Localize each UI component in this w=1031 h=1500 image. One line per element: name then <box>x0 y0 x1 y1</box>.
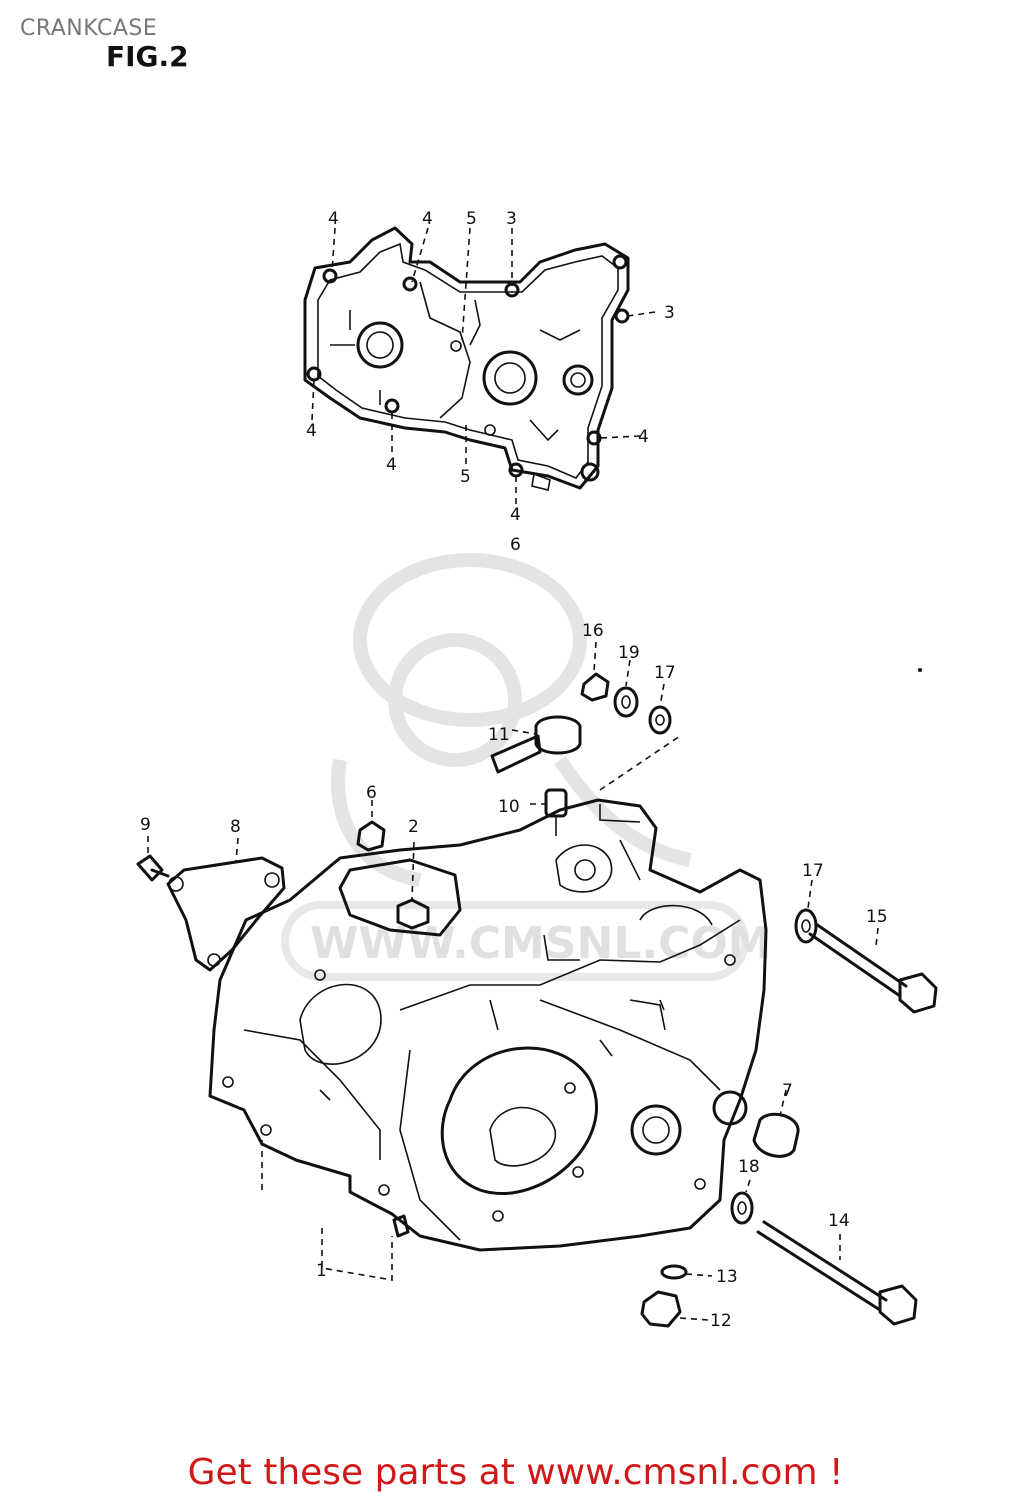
watermark-text: WWW.CMSNL.COM <box>310 918 772 969</box>
callout-14: 14 <box>828 1211 850 1231</box>
callout-4: 4 <box>328 209 339 229</box>
dowel-1 <box>392 1214 410 1238</box>
crankcase-body <box>208 798 768 1252</box>
gasket-leaders <box>311 227 656 504</box>
crankcase-gasket <box>303 226 630 491</box>
washer-19 <box>613 686 639 718</box>
callout-16: 16 <box>582 621 604 641</box>
nut-16 <box>580 672 610 702</box>
callout-9: 9 <box>140 815 151 835</box>
callout-5: 5 <box>466 209 477 229</box>
callout-13: 13 <box>716 1267 738 1287</box>
callout-7: 7 <box>782 1081 793 1101</box>
callout-15: 15 <box>866 907 888 927</box>
callout-18: 18 <box>738 1157 760 1177</box>
figure-label: FIG.2 <box>106 40 189 73</box>
callout-6: 6 <box>366 783 377 803</box>
plug-6 <box>356 820 386 852</box>
bush-11 <box>490 715 582 774</box>
callout-4: 4 <box>510 505 521 525</box>
cover-plate-8 <box>166 856 286 972</box>
callout-10: 10 <box>498 797 520 817</box>
callout-6: 6 <box>510 535 521 555</box>
bolt-14 <box>756 1220 918 1326</box>
watermark: WWW.CMSNL.COM <box>281 553 772 981</box>
plug-12 <box>640 1290 682 1328</box>
washer-17-top <box>648 705 672 735</box>
callout-12: 12 <box>710 1311 732 1331</box>
bolt-15 <box>808 922 938 1014</box>
pin-10 <box>544 788 568 836</box>
callout-8: 8 <box>230 817 241 837</box>
callout-5: 5 <box>460 467 471 487</box>
callout-4: 4 <box>422 209 433 229</box>
screw-9 <box>136 854 170 882</box>
callout-2: 2 <box>408 817 419 837</box>
callout-3: 3 <box>664 303 675 323</box>
callout-17: 17 <box>654 663 676 683</box>
stray-dot <box>918 668 922 672</box>
callout-labels: 4 4 5 3 3 4 4 4 5 4 6 16 19 17 11 10 6 2… <box>140 209 888 1331</box>
washer-18 <box>730 1191 754 1225</box>
callout-1: 1 <box>316 1261 327 1281</box>
shop-link[interactable]: Get these parts at www.cmsnl.com ! <box>187 1452 844 1493</box>
washer-17-right <box>794 908 818 944</box>
callout-17: 17 <box>802 861 824 881</box>
bush-7 <box>752 1112 800 1158</box>
callout-19: 19 <box>618 643 640 663</box>
page-title: CRANKCASE <box>20 16 158 41</box>
callout-4: 4 <box>386 455 397 475</box>
callout-11: 11 <box>488 725 510 745</box>
leader-lines <box>147 641 879 1321</box>
callout-3: 3 <box>506 209 517 229</box>
callout-4: 4 <box>638 427 649 447</box>
callout-4: 4 <box>306 421 317 441</box>
washer-13 <box>660 1264 688 1280</box>
